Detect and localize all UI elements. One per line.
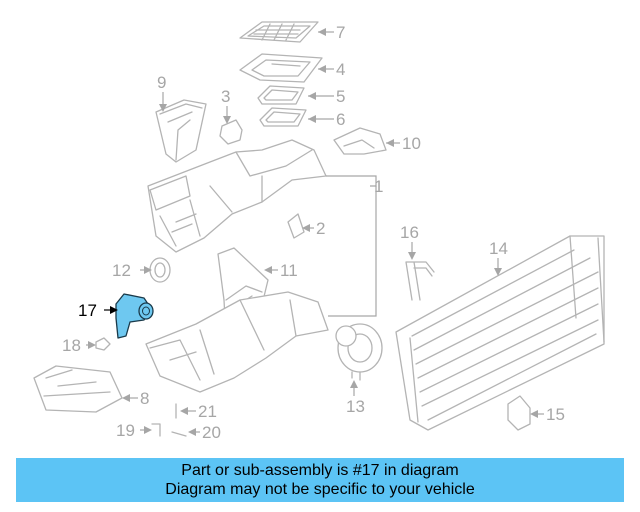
callout-4: 4 — [336, 60, 345, 79]
banner-line-1: Part or sub-assembly is #17 in diagram — [181, 462, 459, 479]
part-10-bracket — [333, 127, 387, 155]
part-4-frame — [239, 53, 323, 83]
leaders — [86, 28, 544, 436]
callout-3: 3 — [221, 87, 230, 106]
callout-18: 18 — [62, 336, 81, 355]
part-7-grille — [239, 21, 319, 43]
callout-17: 17 — [78, 301, 97, 320]
callout-12: 12 — [112, 261, 131, 280]
banner-line-2: Diagram may not be specific to your vehi… — [165, 481, 475, 498]
part-6-gasket — [259, 107, 307, 127]
part-18-nut — [95, 337, 111, 351]
callout-11: 11 — [280, 261, 298, 280]
part-14-heater-core — [395, 235, 605, 431]
lower-housing — [145, 291, 329, 393]
part-17-actuator-highlighted[interactable] — [115, 293, 154, 339]
part-8-block — [33, 365, 123, 413]
part-19-screw — [151, 423, 161, 437]
part-15-fitting — [507, 395, 531, 431]
callout-19: 19 — [116, 421, 135, 440]
part-2-clip — [287, 213, 305, 239]
callout-6: 6 — [336, 110, 345, 129]
callout-5: 5 — [336, 87, 345, 106]
part-20-screw — [171, 431, 187, 437]
callout-2: 2 — [316, 219, 325, 238]
part-13-blower — [335, 323, 383, 381]
callout-13: 13 — [346, 397, 365, 416]
part-5-gasket — [257, 85, 305, 105]
callout-7: 7 — [336, 23, 345, 42]
callout-1: 1 — [374, 177, 383, 196]
part-16-hose — [405, 261, 435, 301]
part-12-grommet — [149, 257, 171, 283]
part-3-bracket — [219, 119, 243, 145]
callout-16: 16 — [400, 223, 419, 242]
part-1-upper-housing — [147, 139, 327, 253]
callout-21: 21 — [198, 402, 217, 421]
callout-8: 8 — [140, 389, 149, 408]
callout-20: 20 — [202, 423, 221, 442]
info-banner: Part or sub-assembly is #17 in diagram D… — [16, 458, 624, 502]
part-9-duct — [155, 99, 207, 163]
callout-10: 10 — [402, 134, 421, 153]
callout-9: 9 — [157, 73, 166, 92]
callout-14: 14 — [489, 239, 508, 258]
callout-15: 15 — [546, 405, 565, 424]
